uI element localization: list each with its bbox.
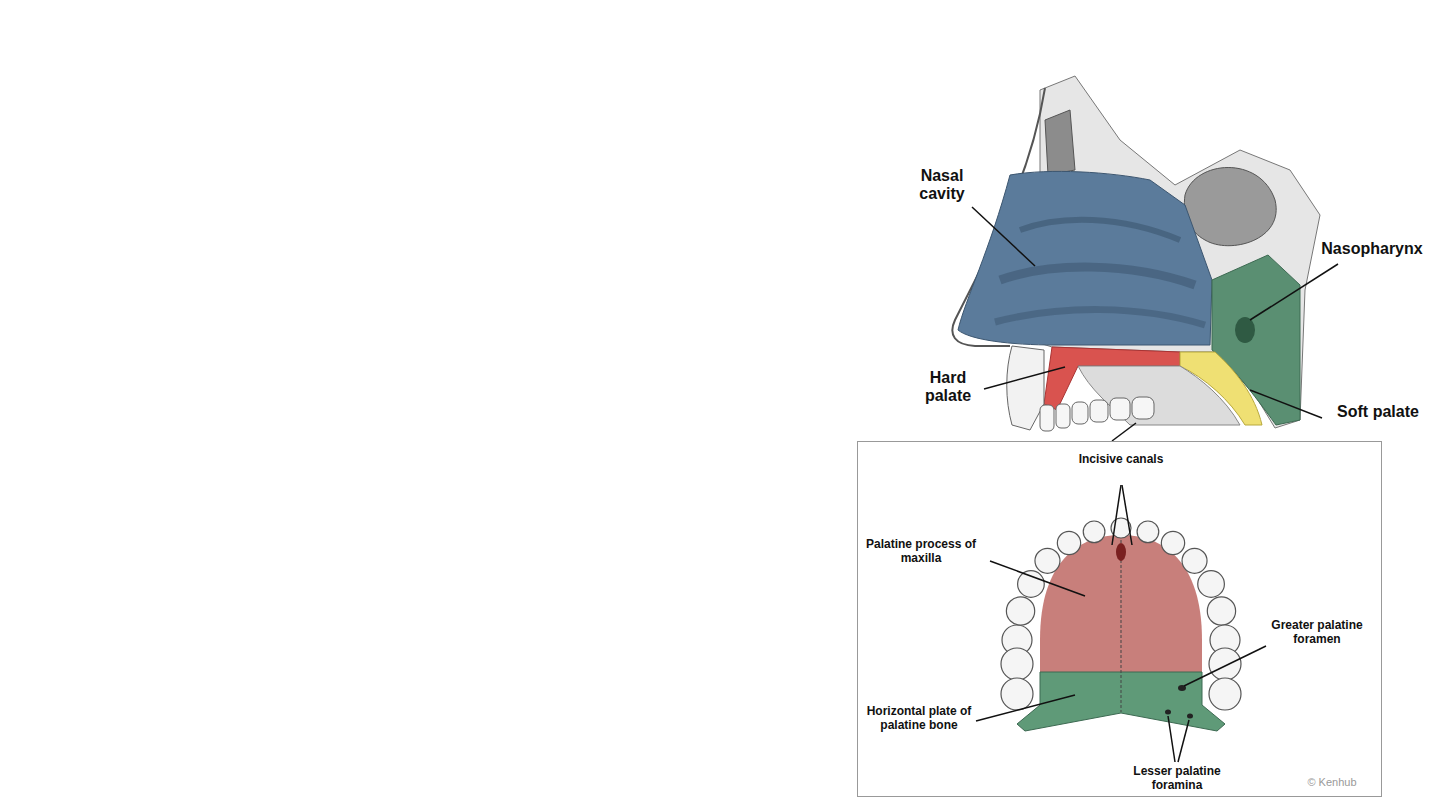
palate-inset bbox=[858, 442, 1382, 797]
part-label: Nasal cavity bbox=[902, 167, 982, 203]
turbinate bbox=[1020, 220, 1180, 240]
leader-line bbox=[972, 207, 1035, 266]
leader-line bbox=[1184, 646, 1266, 686]
tooth bbox=[1057, 531, 1080, 554]
foramen bbox=[1165, 710, 1171, 715]
part-label: Incisive canals bbox=[1078, 452, 1164, 466]
leader-line bbox=[984, 367, 1065, 389]
tooth bbox=[1209, 678, 1241, 710]
part-label: Palatine process of maxilla bbox=[864, 537, 978, 565]
tooth bbox=[1161, 531, 1184, 554]
tooth bbox=[1001, 678, 1033, 710]
leader-line bbox=[1250, 390, 1322, 418]
leader-line bbox=[990, 561, 1085, 596]
tooth bbox=[1182, 548, 1207, 573]
sagittal-section bbox=[952, 76, 1338, 441]
upper-teeth bbox=[1040, 397, 1154, 431]
frontal-sinus bbox=[1045, 110, 1075, 175]
leader-line bbox=[1178, 720, 1189, 762]
part-label: Nasopharynx bbox=[1310, 240, 1434, 258]
part-label: Soft palate bbox=[1324, 403, 1432, 421]
tooth bbox=[1006, 597, 1034, 625]
part-label: Greater palatine foramen bbox=[1260, 618, 1374, 646]
incisive-fossa bbox=[1116, 543, 1126, 561]
oral-cavity bbox=[1078, 366, 1240, 425]
foramen bbox=[1187, 714, 1193, 719]
part-label: Lesser palatine foramina bbox=[1120, 764, 1234, 792]
tooth bbox=[1198, 571, 1225, 598]
leader-line bbox=[1168, 716, 1175, 762]
tooth bbox=[1001, 648, 1033, 680]
leader-line bbox=[1112, 485, 1121, 545]
tooth bbox=[1207, 597, 1235, 625]
tooth bbox=[1137, 521, 1159, 543]
leader-line bbox=[1250, 264, 1338, 320]
nasal-cavity-region bbox=[958, 171, 1212, 345]
watermark: © Kenhub bbox=[1292, 776, 1372, 789]
leader-line bbox=[1122, 485, 1132, 545]
tubal-opening bbox=[1235, 317, 1255, 343]
leader-line bbox=[1112, 423, 1136, 441]
maxillary-teeth bbox=[1001, 518, 1241, 710]
tooth bbox=[1209, 648, 1241, 680]
tooth bbox=[1018, 571, 1045, 598]
tooth bbox=[1035, 548, 1060, 573]
inset-frame bbox=[858, 442, 1382, 797]
turbinate bbox=[995, 310, 1205, 325]
median-suture bbox=[1121, 540, 1122, 712]
turbinate bbox=[1000, 267, 1195, 285]
tooth bbox=[1083, 521, 1105, 543]
leader-line bbox=[976, 695, 1075, 721]
upper-lip bbox=[1007, 346, 1044, 430]
part-label: Hard palate bbox=[908, 369, 988, 405]
sphenoid-sinus bbox=[1184, 168, 1276, 246]
part-label: Horizontal plate of palatine bone bbox=[862, 704, 976, 732]
